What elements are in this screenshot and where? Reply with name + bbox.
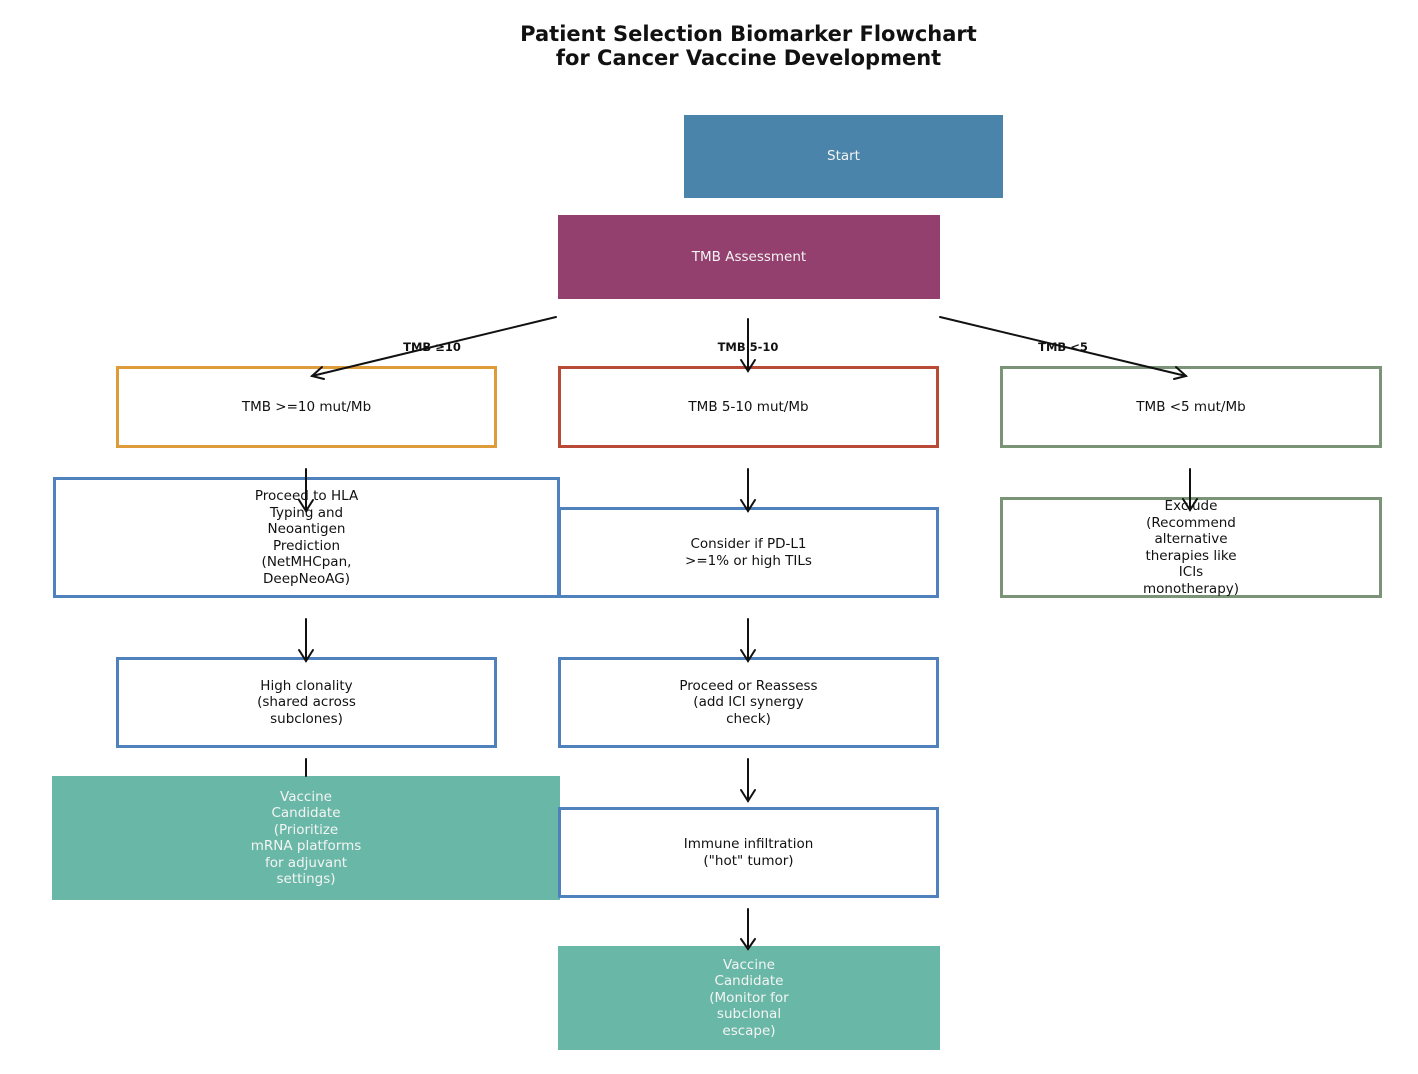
arrow-mid-to-pdl1 bbox=[740, 468, 756, 513]
tmb-mid-node: TMB 5-10 mut/Mb bbox=[558, 366, 939, 448]
high-clonality-node: High clonality (shared across subclones) bbox=[116, 657, 497, 748]
diagram-title: Patient Selection Biomarker Flowchart fo… bbox=[0, 22, 1418, 70]
edge-label-tmb-high: TMB ≥10 bbox=[403, 340, 461, 354]
edge-label-tmb-low: TMB <5 bbox=[1038, 340, 1088, 354]
tmb-low-node: TMB <5 mut/Mb bbox=[1000, 366, 1382, 448]
hla-typing-node: Proceed to HLA Typing and Neoantigen Pre… bbox=[53, 477, 560, 598]
tmb-assessment-node: TMB Assessment bbox=[558, 215, 940, 299]
arrow-hla-to-clonality bbox=[298, 618, 314, 663]
arrow-pdl1-to-reassess bbox=[740, 618, 756, 663]
vaccine-candidate-mid-node: Vaccine Candidate (Monitor for subclonal… bbox=[558, 946, 940, 1050]
start-node: Start bbox=[684, 115, 1003, 198]
tmb-high-node: TMB >=10 mut/Mb bbox=[116, 366, 497, 448]
exclude-node: Exclude (Recommend alternative therapies… bbox=[1000, 497, 1382, 598]
arrow-immune-to-vaccine bbox=[740, 908, 756, 951]
vaccine-candidate-high-node: Vaccine Candidate (Prioritize mRNA platf… bbox=[52, 776, 560, 900]
title-line-2: for Cancer Vaccine Development bbox=[555, 46, 942, 70]
immune-infiltration-node: Immune infiltration ("hot" tumor) bbox=[558, 807, 939, 898]
reassess-node: Proceed or Reassess (add ICI synergy che… bbox=[558, 657, 939, 748]
title-line-1: Patient Selection Biomarker Flowchart bbox=[520, 22, 977, 46]
edge-label-tmb-mid: TMB 5-10 bbox=[717, 340, 779, 354]
arrow-reassess-to-immune bbox=[740, 758, 756, 803]
pd-l1-node: Consider if PD-L1 >=1% or high TILs bbox=[558, 507, 939, 598]
